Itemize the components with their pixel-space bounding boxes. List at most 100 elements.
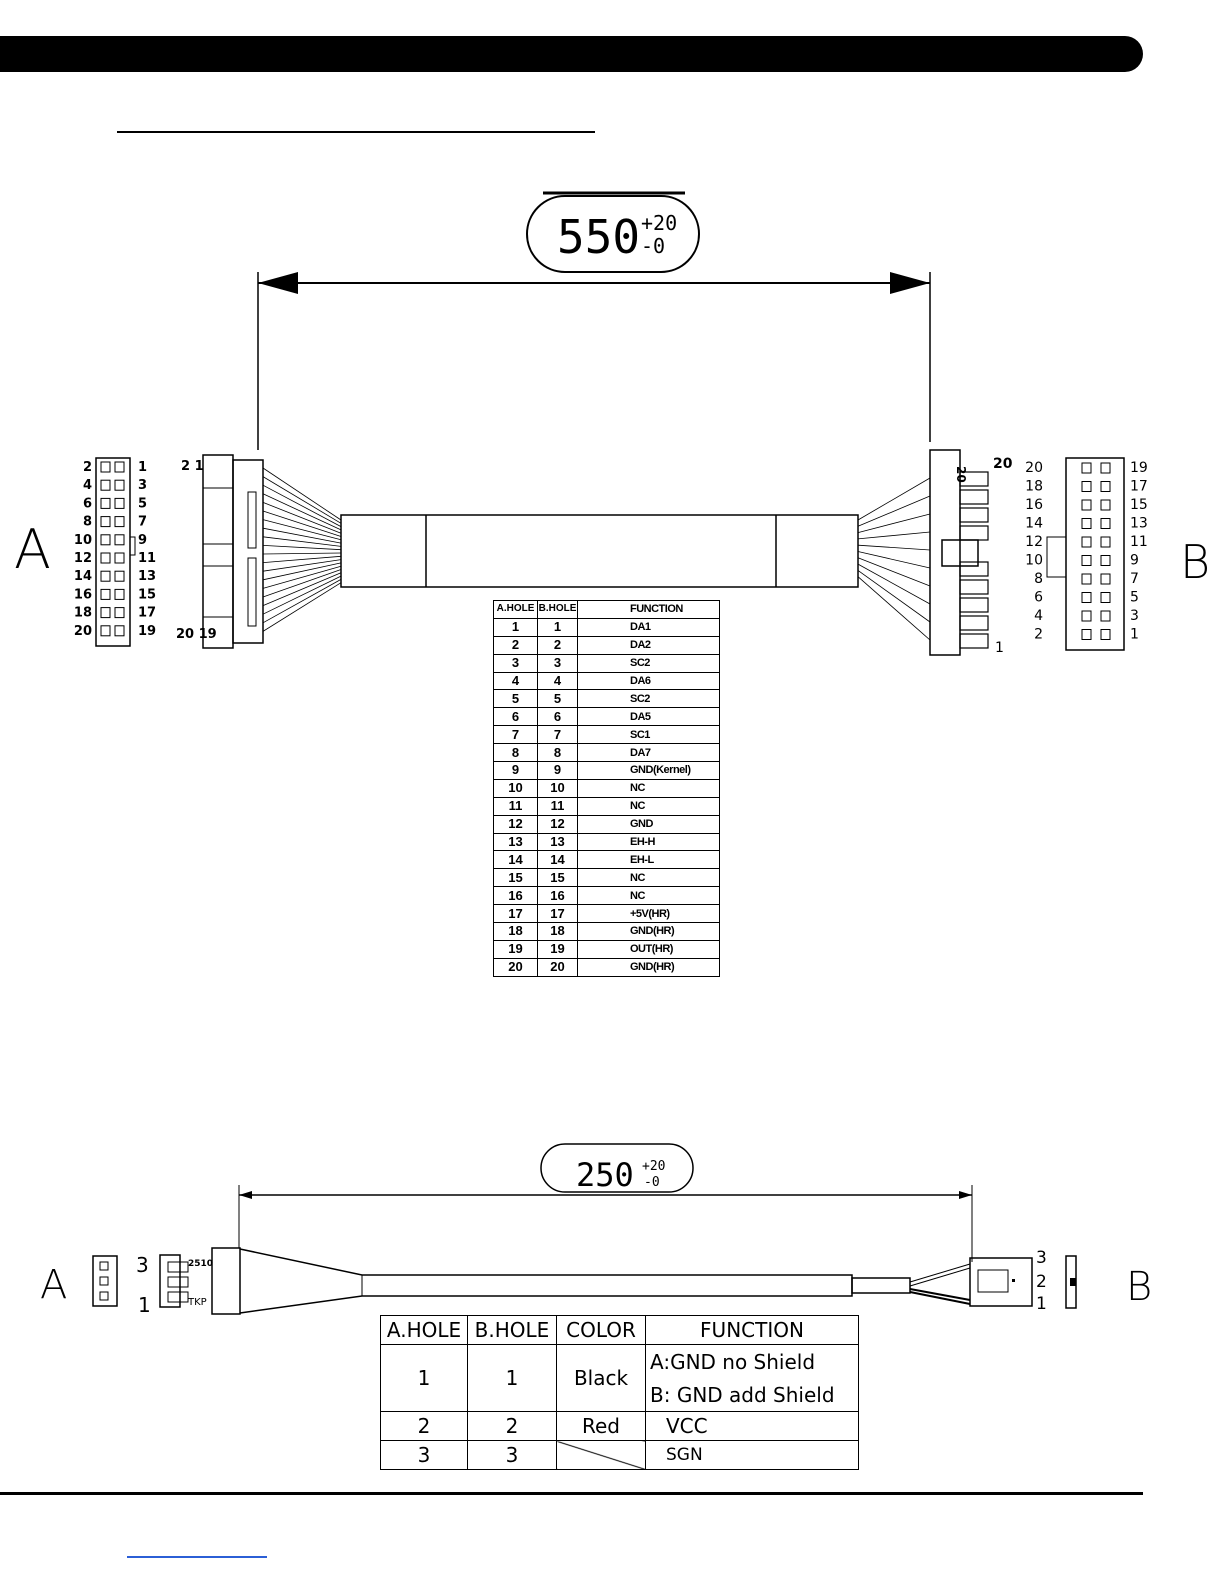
table-cell: 1 bbox=[493, 617, 538, 637]
pin-number: 20 bbox=[74, 624, 92, 639]
pin-number: 10 bbox=[1025, 553, 1043, 569]
table-cell: DA7 bbox=[577, 743, 720, 763]
pin-number: 5 bbox=[1130, 590, 1139, 606]
table-cell: VCC bbox=[645, 1411, 859, 1441]
table-cell: 9 bbox=[537, 761, 578, 780]
pin-number: 9 bbox=[1130, 553, 1139, 569]
pin-number: 11 bbox=[138, 551, 156, 566]
cable2-drawing: 250 +20 -0 A 3 1 2510 TKP 3 2 1 B bbox=[40, 1143, 1152, 1317]
cable2-length: 250 bbox=[576, 1156, 634, 1194]
table-row: B: GND add Shield bbox=[381, 1378, 859, 1412]
table-cell: B: GND add Shield bbox=[645, 1378, 859, 1412]
table-cell: NC bbox=[577, 778, 720, 798]
table-row: 3 3 SGN bbox=[380, 1440, 859, 1470]
cable2-end-a-label: A bbox=[40, 1262, 67, 1308]
table-cell: DA1 bbox=[577, 617, 720, 637]
pin-number: 19 bbox=[1130, 460, 1148, 476]
pin-number: 11 bbox=[1130, 534, 1148, 550]
cable1-wires-a bbox=[262, 467, 342, 632]
table-cell: 2 bbox=[537, 635, 578, 655]
table-cell: 13 bbox=[537, 832, 578, 852]
cable1-connector-b-side: 20 20 1 bbox=[929, 449, 1013, 656]
page-link-underline[interactable] bbox=[127, 1556, 267, 1558]
pin-number: 6 bbox=[1034, 590, 1043, 606]
pin-number: 20 bbox=[1025, 460, 1043, 476]
table-cell: 11 bbox=[493, 796, 538, 816]
table-cell: GND(HR) bbox=[577, 957, 720, 977]
pin-number: 7 bbox=[1130, 571, 1139, 587]
pin-number: 3 bbox=[138, 478, 147, 493]
table-cell: 14 bbox=[493, 850, 538, 870]
table-header: A.HOLE bbox=[493, 600, 538, 619]
pin-number: 14 bbox=[1025, 516, 1043, 532]
pin-number: 1 bbox=[138, 460, 147, 475]
pin-number: 1 bbox=[1036, 1294, 1047, 1314]
pin-number: 3 bbox=[1130, 608, 1139, 624]
cable1-end-b-label: B bbox=[1180, 535, 1210, 589]
pin-number: 2 bbox=[83, 460, 92, 475]
table-cell: +5V(HR) bbox=[577, 904, 720, 924]
table-cell: 7 bbox=[493, 725, 538, 745]
table-cell: 19 bbox=[493, 939, 538, 959]
table-cell: 20 bbox=[537, 957, 578, 977]
table-cell: 15 bbox=[537, 868, 578, 888]
pin-number: 8 bbox=[83, 515, 92, 530]
table-cell: 1 bbox=[467, 1344, 557, 1412]
pin-number: 2 bbox=[1036, 1272, 1047, 1292]
title-underline bbox=[117, 131, 595, 133]
svg-text:20 19: 20 19 bbox=[176, 627, 217, 642]
table-cell: 3 bbox=[537, 653, 578, 673]
table-cell: GND(HR) bbox=[577, 922, 720, 941]
table-cell: GND(Kernel) bbox=[577, 761, 720, 780]
table-cell: SC2 bbox=[577, 653, 720, 673]
table-cell: 19 bbox=[537, 939, 578, 959]
pin-number: 4 bbox=[1034, 608, 1043, 624]
table-row: A.HOLE B.HOLE COLOR FUNCTION bbox=[380, 1315, 859, 1345]
pin-number: 18 bbox=[1025, 479, 1043, 495]
table-row: 2 2 Red VCC bbox=[380, 1411, 859, 1441]
table-cell: 12 bbox=[537, 814, 578, 834]
table-cell: EH-L bbox=[577, 850, 720, 870]
pin-number: 4 bbox=[83, 478, 92, 493]
pin-number: 14 bbox=[74, 569, 92, 584]
table-cell: 8 bbox=[493, 743, 538, 763]
pin-number: 3 bbox=[1036, 1248, 1047, 1268]
cable1-tol-minus: -0 bbox=[641, 234, 665, 258]
pin-number: 17 bbox=[1130, 479, 1148, 495]
table-cell: 12 bbox=[493, 814, 538, 834]
cable2-end-b-label: B bbox=[1126, 1264, 1152, 1310]
cable2-tol-plus: +20 bbox=[642, 1159, 665, 1174]
cable2-tol-minus: -0 bbox=[644, 1175, 660, 1190]
svg-text:1: 1 bbox=[138, 1293, 151, 1317]
cable2-connector-a-face bbox=[92, 1255, 118, 1307]
cable1-wires-b bbox=[857, 477, 931, 641]
svg-text:20: 20 bbox=[993, 456, 1013, 472]
cable2-sleeve bbox=[239, 1248, 853, 1314]
table-cell: DA5 bbox=[577, 707, 720, 727]
table-cell: EH-H bbox=[577, 832, 720, 852]
table-cell: NC bbox=[577, 796, 720, 816]
table-cell: 7 bbox=[537, 725, 578, 745]
table-cell: 1 bbox=[537, 617, 578, 637]
cable1-length: 550 bbox=[557, 210, 640, 264]
pin-number: 6 bbox=[83, 496, 92, 511]
footer-rule bbox=[0, 1492, 1143, 1495]
table-header: FUNCTION bbox=[577, 600, 720, 619]
table-cell: 13 bbox=[493, 832, 538, 852]
table-cell: NC bbox=[577, 868, 720, 888]
pin-number: 7 bbox=[138, 515, 147, 530]
cable2-connector-b-side bbox=[969, 1257, 1033, 1307]
pin-number: 1 bbox=[1130, 627, 1139, 643]
table-cell: 16 bbox=[493, 886, 538, 906]
svg-text:20: 20 bbox=[954, 466, 968, 483]
